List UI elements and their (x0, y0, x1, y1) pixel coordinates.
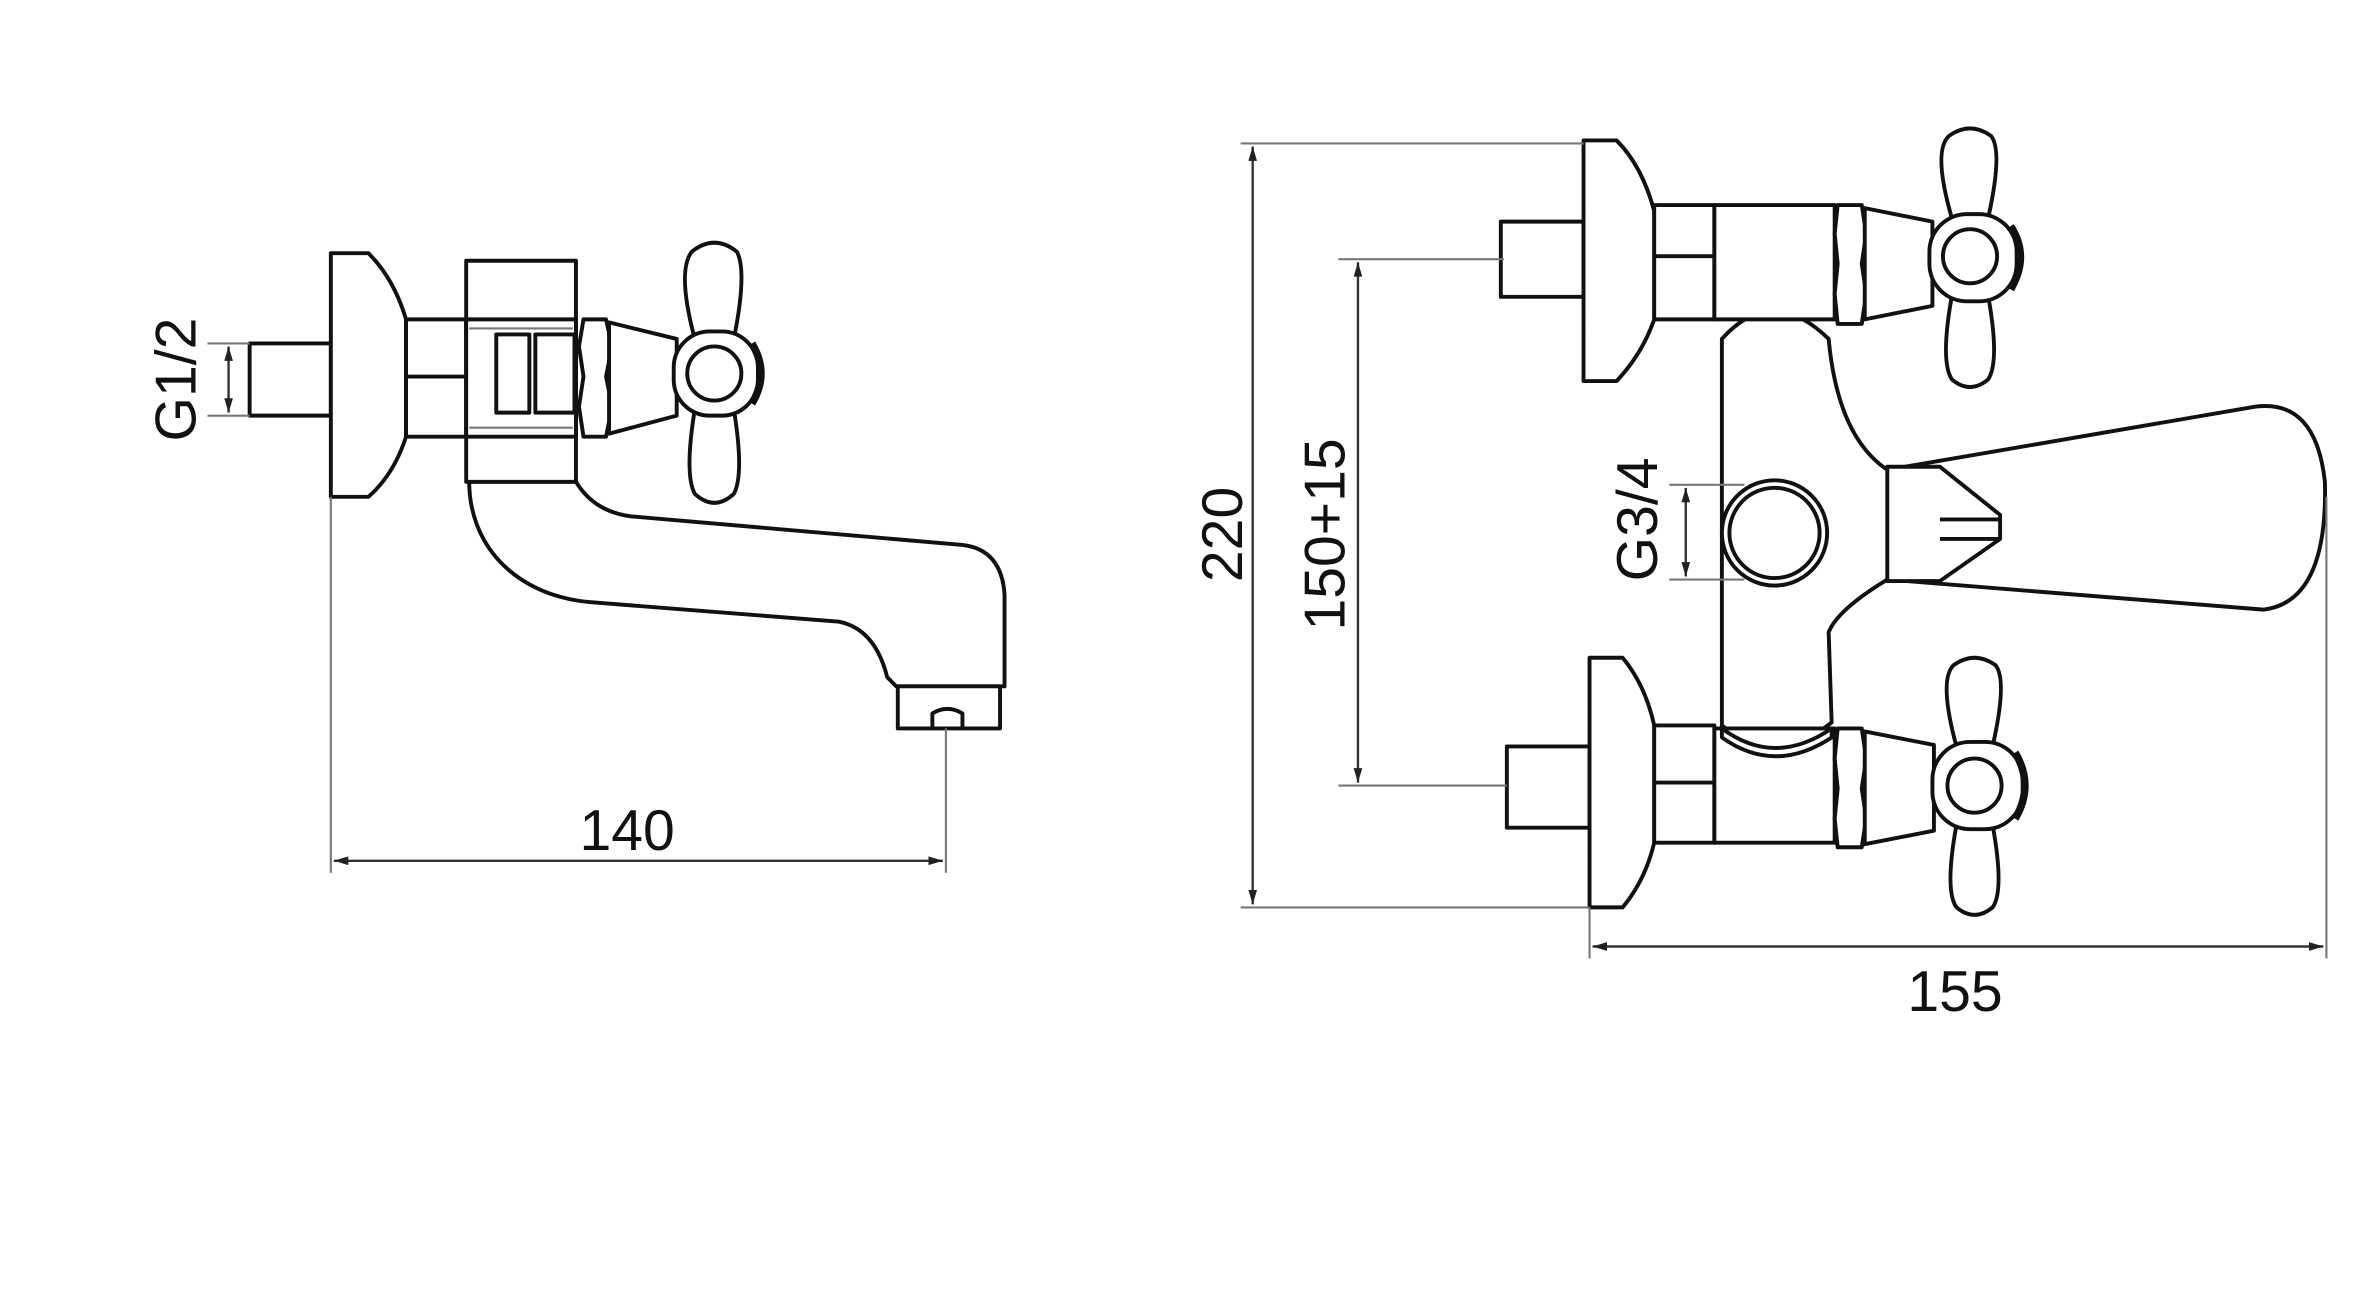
projection-dimension: 140 (579, 799, 674, 863)
bottom-cross-handle-icon (1832, 655, 2029, 917)
front-view: 220 150+15 G3/4 155 (1191, 126, 2328, 1024)
spout (467, 479, 1007, 689)
height-dimension: 220 (1191, 487, 1255, 582)
outlet-port (1719, 478, 1830, 588)
top-inlet-pipe (1498, 219, 1586, 299)
top-cross-handle-icon (1832, 126, 2025, 390)
outlet-thread-label: G3/4 (1606, 457, 1670, 581)
mixer-body (1719, 309, 2327, 748)
valve-hex (577, 317, 615, 439)
top-wall-flange (1581, 138, 1657, 384)
inlet-pipe (247, 341, 333, 418)
bottom-wall-flange (1587, 655, 1657, 910)
width-dimension: 155 (1907, 960, 2002, 1024)
inlet-spacing-dimension: 150+15 (1293, 438, 1357, 630)
cross-handle-icon (671, 240, 765, 505)
inlet-thread-label: G1/2 (144, 318, 208, 442)
side-view: G1/2 140 (144, 240, 1007, 873)
bottom-inlet-pipe (1504, 744, 1592, 830)
wall-flange (328, 251, 408, 499)
